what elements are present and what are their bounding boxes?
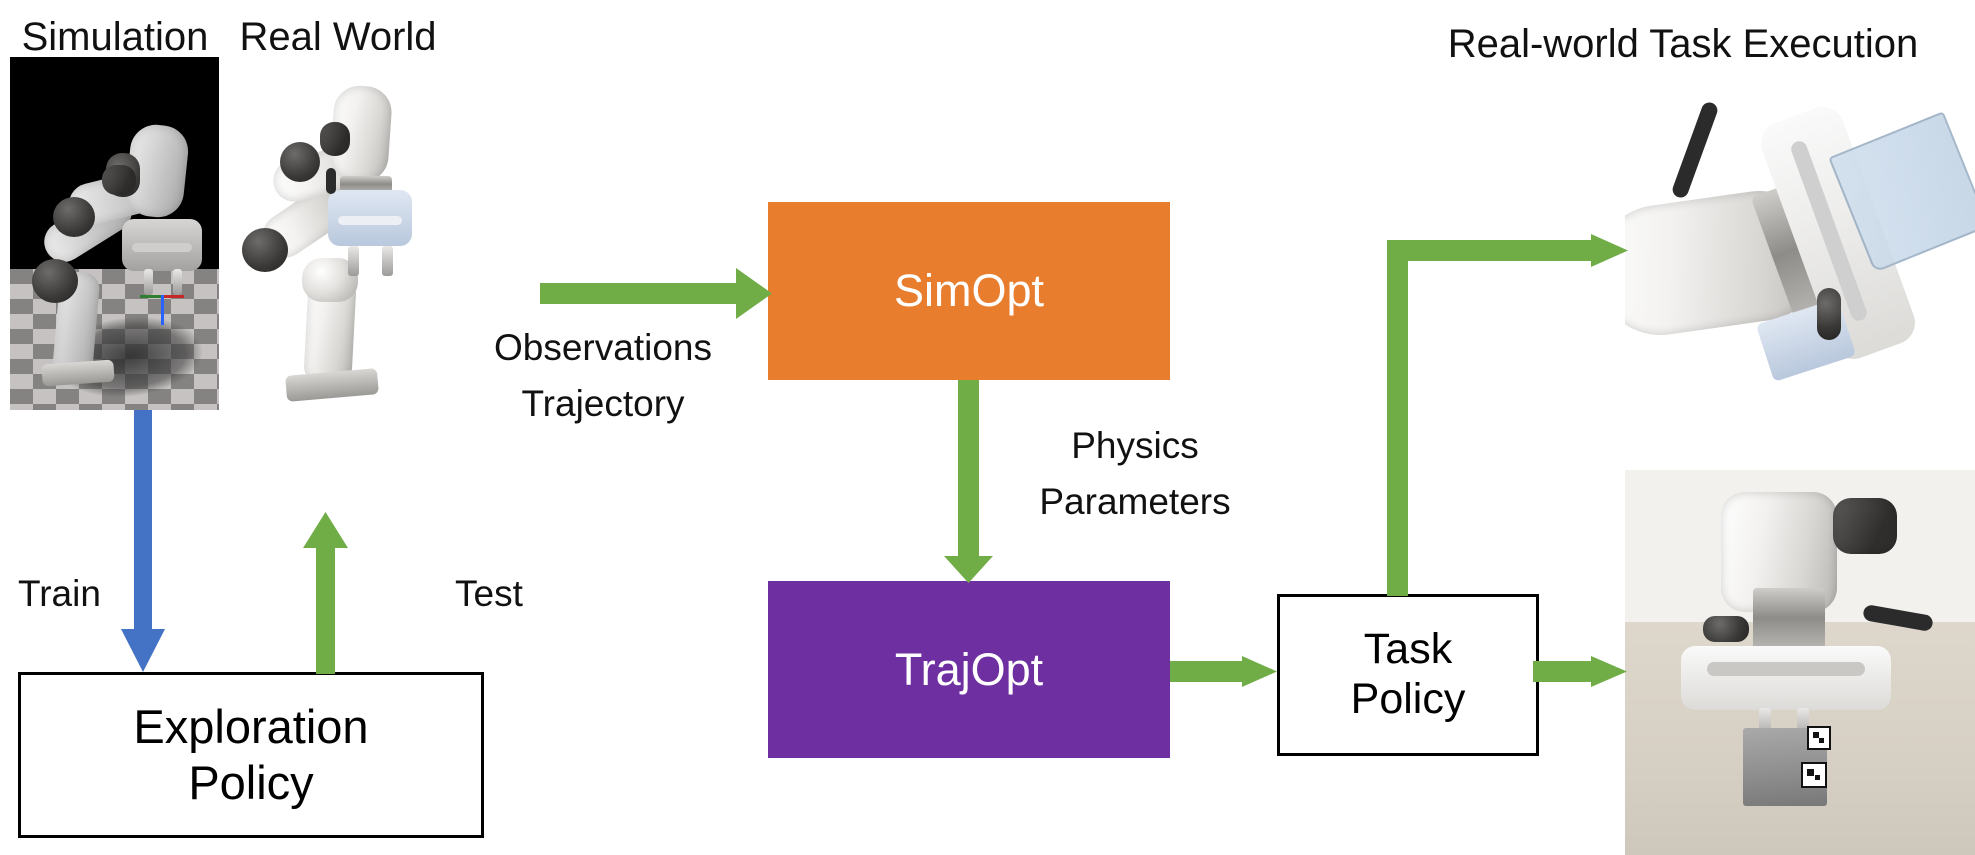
edge-label-test: Test <box>455 573 523 614</box>
simopt-box[interactable]: SimOpt <box>768 202 1170 380</box>
arrow-task-policy-to-execution-top <box>1387 234 1628 596</box>
sim-arm-dark-collar <box>102 165 136 195</box>
real-arm-base-plate <box>285 368 379 402</box>
sim-arm-elbow-joint <box>32 259 78 303</box>
exec-bottom-dark-collar <box>1833 498 1897 554</box>
exec-bottom-metal-band <box>1753 588 1825 654</box>
exec-bottom-gripper-button <box>1703 616 1749 642</box>
sim-gripper-finger-left <box>144 269 153 295</box>
exec-bottom-gripper-rail <box>1707 662 1865 676</box>
arrow-real-world-to-simopt <box>540 268 772 319</box>
simulation-image <box>10 57 219 410</box>
exec-top-cable <box>1670 100 1720 200</box>
exploration-policy-label-line1: Exploration <box>133 699 369 753</box>
edge-label-trajectory: Trajectory <box>521 383 685 424</box>
real-gripper-finger-left <box>348 246 359 276</box>
trajopt-box-label: TrajOpt <box>894 643 1044 695</box>
sim-gripper-rail <box>132 243 192 252</box>
heading-simulation: Simulation <box>21 15 209 59</box>
heading-real-world-task-execution: Real-world Task Execution <box>1447 22 1919 66</box>
real-arm-dark-collar <box>320 122 350 156</box>
task-policy-label-line1: Task <box>1363 625 1453 674</box>
exploration-policy-label-line2: Policy <box>188 756 314 809</box>
exec-bottom-gripper-body <box>1681 646 1891 710</box>
april-tag-side <box>1801 762 1827 788</box>
arrow-trajopt-to-task-policy <box>1170 656 1277 687</box>
real-arm-elbow-joint <box>242 228 288 272</box>
arrow-task-policy-to-execution-bottom <box>1533 656 1627 687</box>
task-policy-label-line2: Policy <box>1350 675 1466 723</box>
sim-arm-wrist-joint <box>53 197 95 237</box>
task-execution-top-image <box>1625 78 1975 408</box>
edge-label-train: Train <box>18 573 101 614</box>
edge-label-physics: Physics <box>1071 425 1199 466</box>
sim-gripper-finger-right <box>173 269 182 295</box>
sim-axis-y-marker <box>161 295 164 325</box>
exploration-policy-box[interactable]: Exploration Policy <box>18 672 484 838</box>
real-gripper-rail <box>338 216 402 225</box>
edge-label-parameters: Parameters <box>1039 481 1231 522</box>
simopt-box-label: SimOpt <box>893 265 1045 316</box>
task-execution-bottom-image <box>1625 470 1975 855</box>
exec-top-gripper-button <box>1817 288 1841 340</box>
real-arm-cable <box>326 168 336 194</box>
arrow-exploration-policy-to-real-world <box>303 512 348 674</box>
sim-axis-z-marker <box>140 295 162 298</box>
arrow-simulation-to-exploration-policy <box>121 410 165 672</box>
april-tag-top <box>1807 726 1831 750</box>
real-world-image <box>228 50 424 418</box>
real-arm-metal-band <box>340 176 392 194</box>
arrow-simopt-to-trajopt <box>944 380 993 583</box>
real-gripper-finger-right <box>382 246 393 276</box>
real-arm-shoulder-joint <box>280 142 320 182</box>
sim-axis-x-marker <box>162 295 184 298</box>
trajopt-box[interactable]: TrajOpt <box>768 581 1170 758</box>
task-policy-box[interactable]: Task Policy <box>1277 594 1539 756</box>
edge-label-observations: Observations <box>494 327 712 368</box>
